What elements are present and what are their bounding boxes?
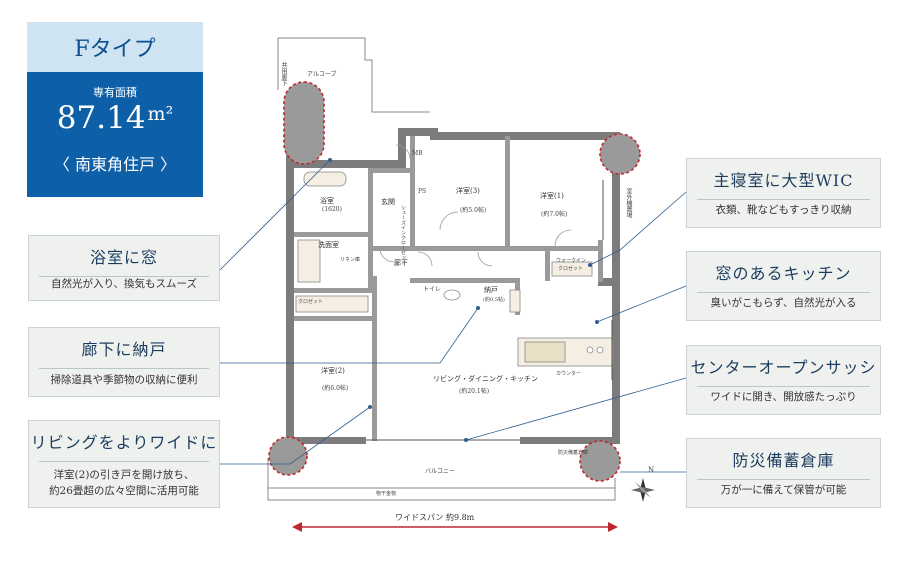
callout-hall-storage: 廊下に納戸 掃除道具や季節物の収納に便利 <box>28 327 220 397</box>
callout-divider <box>697 292 870 293</box>
plan-label-room1: 洋室(1) <box>540 192 564 200</box>
plan-label-ldk: リビング・ダイニング・キッチン <box>433 375 538 383</box>
plan-label-common-corridor: 共用廊下 <box>280 62 287 86</box>
callout-title: 浴室に窓 <box>89 248 158 267</box>
exterior-walls <box>286 96 620 444</box>
area-number: 87.14 <box>56 100 146 136</box>
plan-label-room2-size: (約6.0帖) <box>322 385 349 392</box>
toilet-bowl <box>443 289 461 301</box>
plan-label-entrance: 玄関 <box>381 198 395 206</box>
compass-icon <box>631 478 655 502</box>
callout-text: 臭いがこもらず、自然光が入る <box>710 297 857 309</box>
callout-bath-window: 浴室に窓 自然光が入り、換気もスムーズ <box>28 235 220 301</box>
closet-storage <box>295 295 369 313</box>
callout-divider <box>697 386 870 387</box>
unit-type-label: 〈 南東角住戸 〉 <box>53 155 177 174</box>
plan-label-room3-size: (約5.0帖) <box>460 207 487 214</box>
plan-label-alcove: アルコーブ <box>307 71 337 78</box>
balcony-left-highlight <box>268 436 308 476</box>
plan-label-outdoor-unit: 室外機置場 <box>625 188 632 218</box>
stove-burner <box>586 346 594 354</box>
plan-label-wic-2: クロゼット <box>558 266 584 272</box>
plan-label-washroom: 洗面室 <box>318 241 339 249</box>
callout-title: 廊下に納戸 <box>81 340 167 359</box>
plan-label-storage-size: (約0.5帖) <box>483 297 505 303</box>
doors <box>379 144 572 267</box>
alcove-outline <box>277 37 430 113</box>
callout-master-wic: 主寝室に大型WIC 衣類、靴などもすっきり収納 <box>686 158 881 228</box>
hall-storage-shelf <box>509 289 521 313</box>
sink <box>524 341 566 363</box>
plan-label-hallway: 廊下 <box>394 259 408 267</box>
plan-label-linen: リネン庫 <box>340 257 361 263</box>
type-label: Fタイプ <box>27 22 203 72</box>
callout-kitchen-window: 窓のあるキッチン 臭いがこもらず、自然光が入る <box>686 251 881 321</box>
callout-center-sash: センターオープンサッシ ワイドに開き、開放感たっぷり <box>686 345 881 415</box>
plan-label-wic: ウォークイン <box>556 258 587 264</box>
area-unit: m² <box>147 103 174 125</box>
callout-text: 掃除道具や季節物の収納に便利 <box>50 374 198 386</box>
callout-title: 窓のあるキッチン <box>715 264 852 283</box>
width-span-label: ワイドスパン 約9.8m <box>395 513 475 522</box>
plan-label-toilet: トイレ <box>423 286 442 293</box>
callout-divider <box>39 368 209 369</box>
plan-label-mb: MB <box>412 150 423 157</box>
callout-title: リビングをよりワイドに <box>30 433 218 452</box>
plan-label-room1-size: (約7.0帖) <box>541 211 568 218</box>
fixtures <box>295 171 614 367</box>
plan-label-room3: 洋室(3) <box>456 187 480 195</box>
plan-label-eaves: 物干金物 <box>376 491 397 497</box>
outdoor-unit-highlight <box>599 133 641 175</box>
callout-text: ワイドに開き、開放感たっぷり <box>710 391 857 403</box>
callout-divider <box>39 461 209 462</box>
plan-label-bath-size: (1620) <box>322 206 342 213</box>
plan-label-ps: PS <box>418 188 427 195</box>
leader-dots <box>328 158 599 442</box>
callout-title: 防災備蓄倉庫 <box>732 451 835 470</box>
leader-lines <box>219 159 687 473</box>
callout-text: 洋室(2)の引き戸を開け放ち、 <box>53 469 195 481</box>
callout-divider <box>697 199 870 200</box>
callout-title: 主寝室に大型WIC <box>713 171 854 190</box>
callout-text: 衣類、靴などもすっきり収納 <box>715 204 852 216</box>
plan-label-ldk-size: (約20.1帖) <box>459 388 490 395</box>
callout-text-2: 約26畳超の広々空間に活用可能 <box>49 485 199 497</box>
callout-divider <box>697 479 870 480</box>
interior-walls <box>294 136 603 441</box>
compass-label: N <box>648 466 655 474</box>
area-label: 専有面積 <box>93 86 137 99</box>
emergency-storage-highlight <box>579 440 621 482</box>
callout-text: 万が一に備えて保管が可能 <box>720 484 847 496</box>
plan-label-storage: 納戸 <box>484 286 498 294</box>
washbasin <box>297 239 321 283</box>
stove-burner <box>596 346 604 354</box>
alcove-highlight <box>283 81 325 165</box>
plan-label-balcony: バルコニー <box>425 468 455 475</box>
bathtub <box>303 171 347 187</box>
window-sashes <box>366 180 613 441</box>
callout-emergency-storage: 防災備蓄倉庫 万が一に備えて保管が可能 <box>686 438 881 508</box>
plan-label-balcony-storage: 防災備蓄倉庫 <box>558 450 589 456</box>
wic-storage <box>551 261 593 277</box>
plan-label-room2: 洋室(2) <box>321 367 345 375</box>
width-span-arrow <box>292 522 618 532</box>
highlight-circles <box>268 81 641 482</box>
plan-label-counter: カウンター <box>556 371 582 377</box>
callout-wide-living: リビングをよりワイドに 洋室(2)の引き戸を開け放ち、 約26畳超の広々空間に活… <box>28 420 220 508</box>
plan-label-bath: 浴室 <box>320 197 334 205</box>
callout-title: センターオープンサッシ <box>690 358 877 377</box>
callout-divider <box>39 276 209 277</box>
plan-label-closet: クロゼット <box>298 299 324 305</box>
callout-text: 自然光が入り、換気もスムーズ <box>50 278 198 290</box>
balcony-outline <box>267 458 616 501</box>
plan-label-shoe-closet: シューズインクローゼット <box>400 205 406 265</box>
